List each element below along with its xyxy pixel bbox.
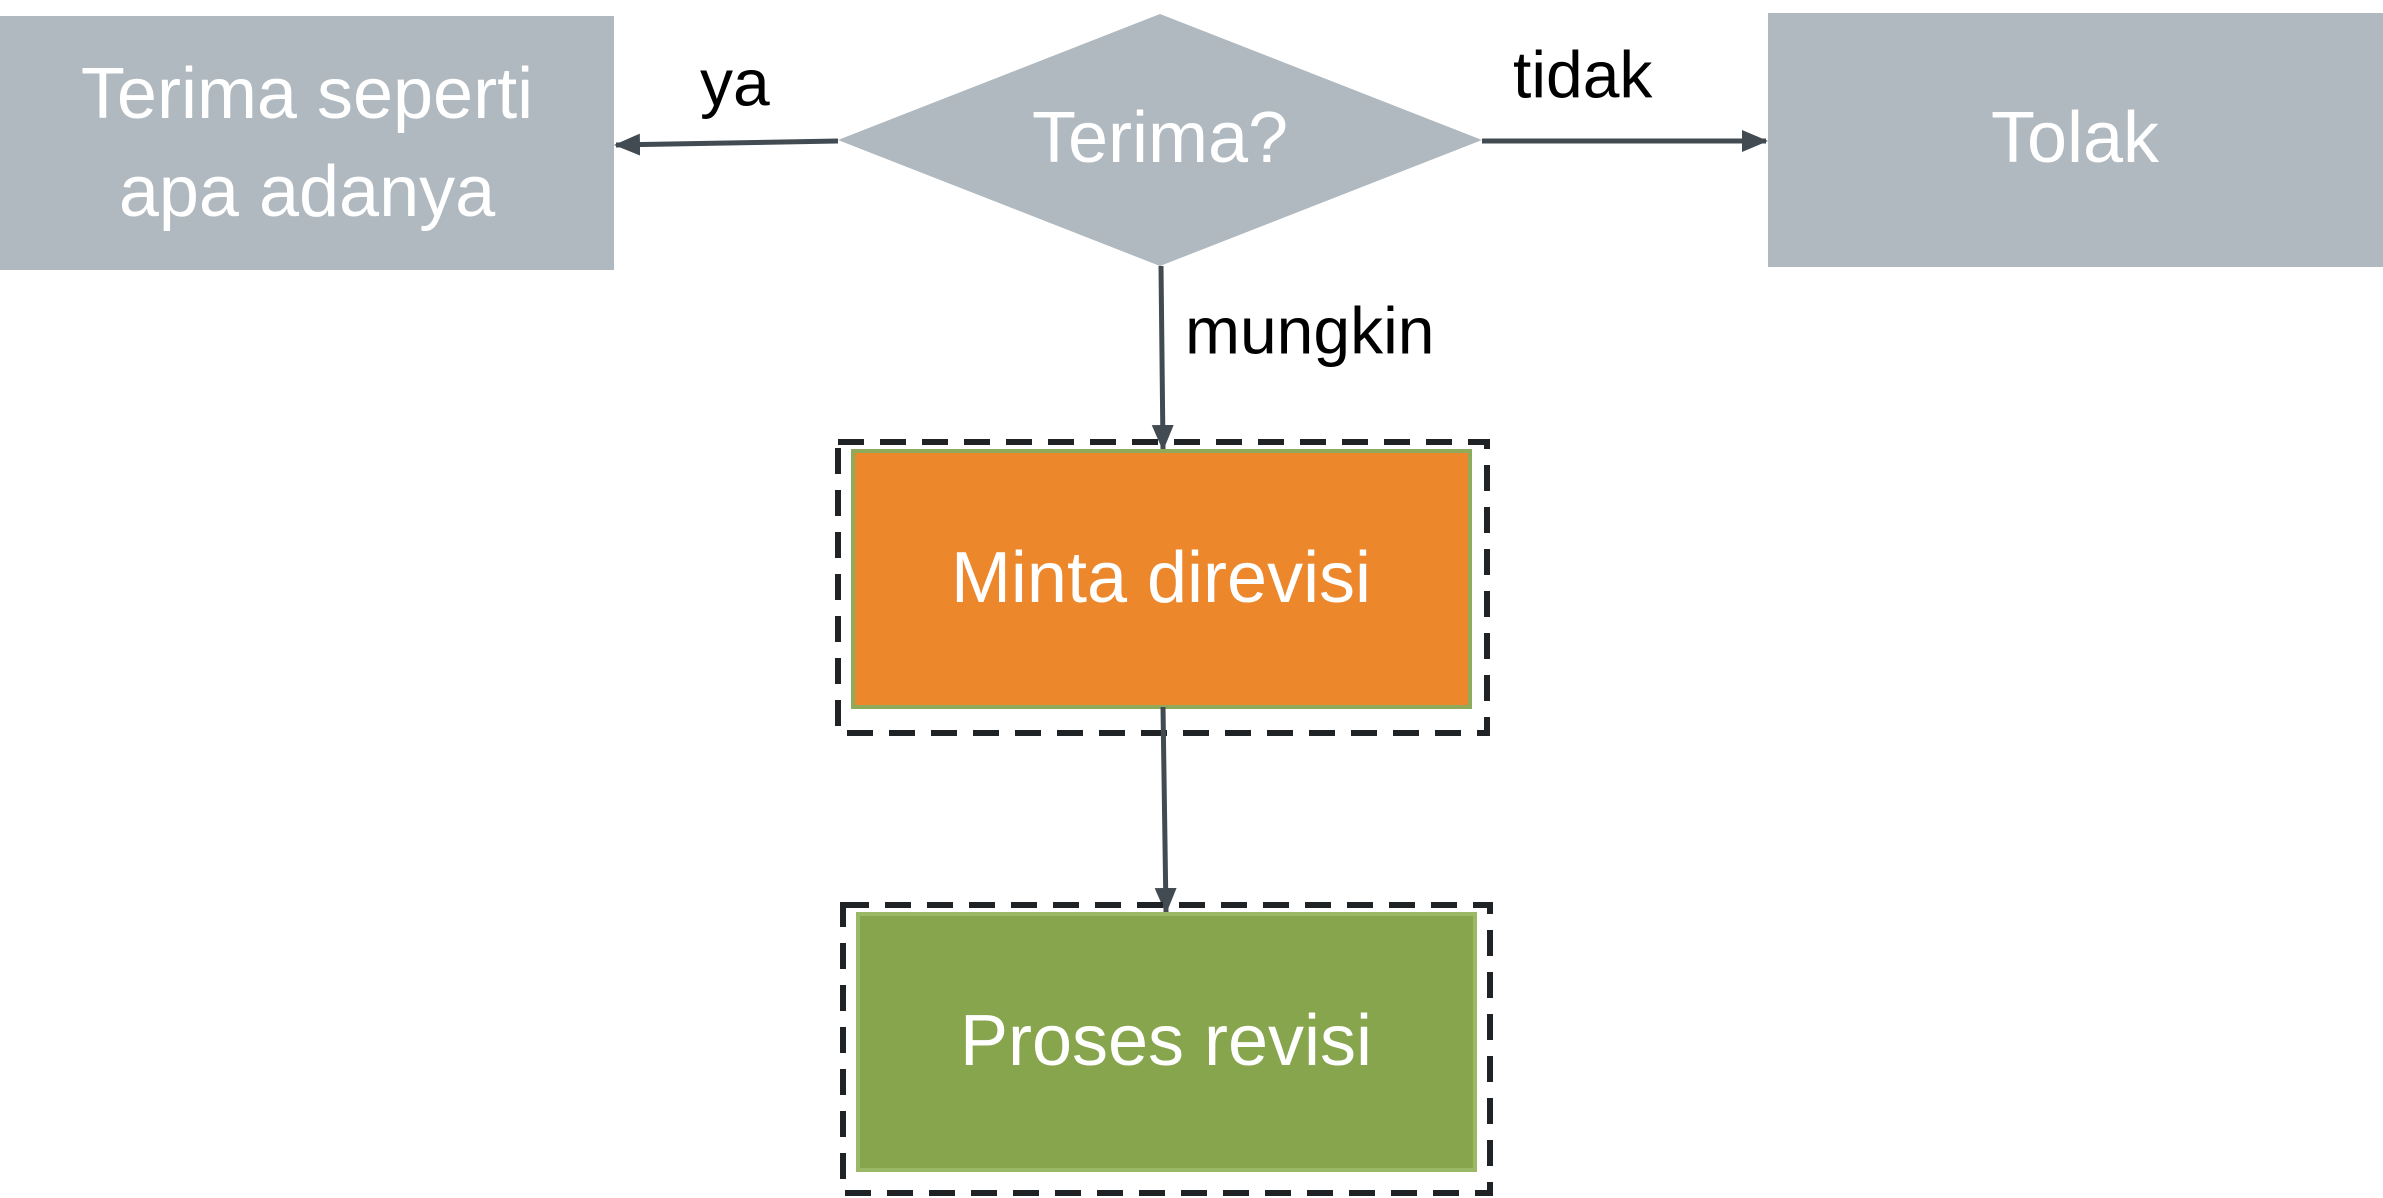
arrow-to-revision-process [1154,706,1177,914]
arrow-yes [614,133,839,156]
accept-as-is-box [0,16,614,270]
request-revision-box [851,449,1472,709]
revision-process-dashed-frame [840,902,1493,1196]
accept-as-is-line1: Terima seperti [81,54,533,134]
reject-box [1768,13,2383,267]
reject-label: Tolak [1991,98,2160,178]
decision-diamond [838,14,1482,266]
decision-label: Terima? [1032,98,1288,178]
accept-as-is-line2: apa adanya [119,152,496,232]
edge-label-no: tidak [1513,37,1653,111]
edge-label-maybe: mungkin [1185,293,1434,367]
revision-process-label: Proses revisi [960,1001,1372,1081]
arrow-maybe [1151,265,1174,451]
edge-label-yes: ya [700,45,770,119]
revision-process-box [856,912,1477,1172]
request-revision-label: Minta direvisi [951,538,1371,618]
